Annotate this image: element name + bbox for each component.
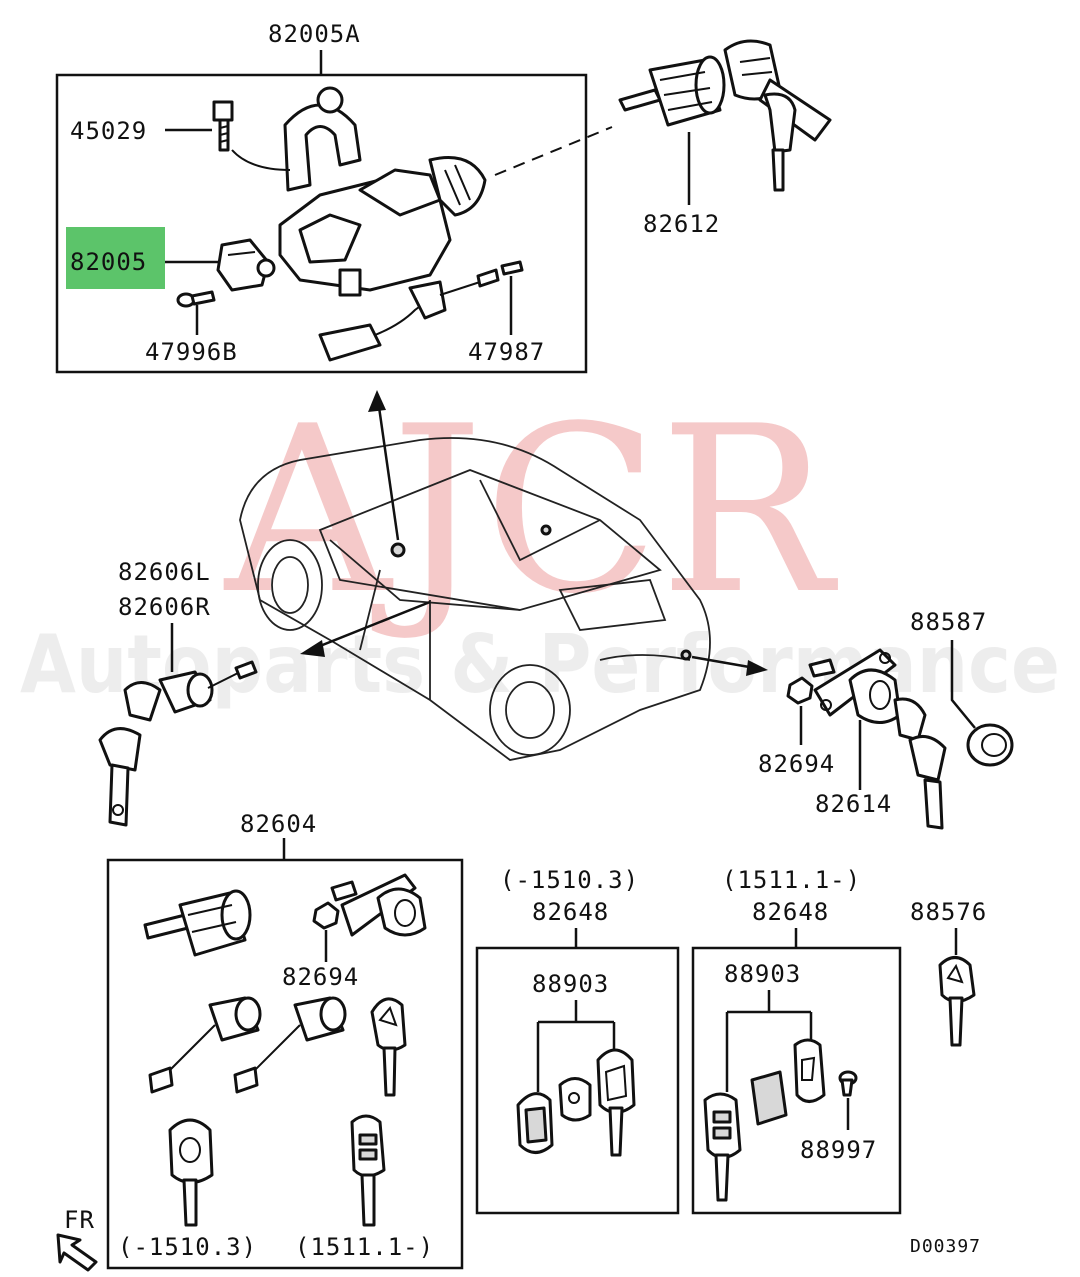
kit-nut-82694 (312, 901, 340, 930)
vehicle-outline (239, 437, 711, 761)
box-82648-before (475, 946, 680, 1215)
remote-parts-before (516, 1048, 636, 1157)
label-82614[interactable]: 82614 (815, 790, 892, 818)
diagram-code: D00397 (910, 1236, 981, 1257)
kit-key-remote-after (350, 1114, 386, 1227)
arrow-to-ignition (368, 390, 400, 541)
key-cylinder-82612 (618, 39, 832, 192)
label-82648-before[interactable]: 82648 (532, 898, 609, 926)
cap-88587 (966, 723, 1014, 767)
front-label: FR (64, 1206, 95, 1234)
label-88997[interactable]: 88997 (800, 1136, 877, 1164)
blank-key-88576 (938, 956, 976, 1047)
label-82005A[interactable]: 82005A (268, 20, 361, 48)
label-date-after-kit[interactable]: (1511.1-) (722, 866, 861, 894)
label-82648-after[interactable]: 82648 (752, 898, 829, 926)
kit-tailgate-lock (330, 873, 427, 937)
label-82612[interactable]: 82612 (643, 210, 720, 238)
label-82606R[interactable]: 82606R (118, 593, 211, 621)
ignition-switch-82005 (216, 238, 276, 292)
kit-door-cylinder-right (233, 996, 347, 1094)
label-88587[interactable]: 88587 (910, 608, 987, 636)
kit-ignition-cylinder (143, 889, 252, 957)
label-47987[interactable]: 47987 (468, 338, 545, 366)
box-82648-after (691, 946, 902, 1215)
wiring-harness (318, 260, 524, 362)
label-82005[interactable]: 82005 (70, 248, 147, 276)
label-82694-right[interactable]: 82694 (758, 750, 835, 778)
highlight-82005 (66, 227, 165, 289)
arrow-to-tailgate (691, 655, 768, 676)
label-date-before-kit[interactable]: (-1510.3) (500, 866, 639, 894)
label-47996B[interactable]: 47996B (145, 338, 238, 366)
screw-88997 (838, 1070, 858, 1097)
steering-lock-body (278, 156, 487, 297)
screw-47996B (176, 290, 216, 308)
remote-parts-after (703, 1038, 826, 1202)
nut-82694-right (786, 676, 814, 705)
label-82604[interactable]: 82604 (240, 810, 317, 838)
label-82694-box[interactable]: 82694 (282, 963, 359, 991)
front-arrow-icon (56, 1233, 98, 1272)
label-88903-after[interactable]: 88903 (724, 960, 801, 988)
bolt-45029 (212, 100, 234, 152)
kit-key-plain (370, 997, 407, 1097)
kit-key-remote-before (168, 1118, 214, 1227)
lock-bracket (283, 86, 362, 192)
label-88576[interactable]: 88576 (910, 898, 987, 926)
label-date-after-box[interactable]: (1511.1-) (295, 1233, 434, 1261)
tailgate-lock-82614 (808, 648, 947, 830)
watermark-main: AJCR (223, 378, 838, 645)
door-lock-cylinder-82606 (98, 660, 258, 827)
arrow-to-door-lock (300, 600, 431, 657)
label-date-before-box[interactable]: (-1510.3) (118, 1233, 257, 1261)
label-45029[interactable]: 45029 (70, 117, 147, 145)
label-88903-before[interactable]: 88903 (532, 970, 609, 998)
kit-door-cylinder-left (148, 996, 262, 1094)
label-82606L[interactable]: 82606L (118, 558, 211, 586)
